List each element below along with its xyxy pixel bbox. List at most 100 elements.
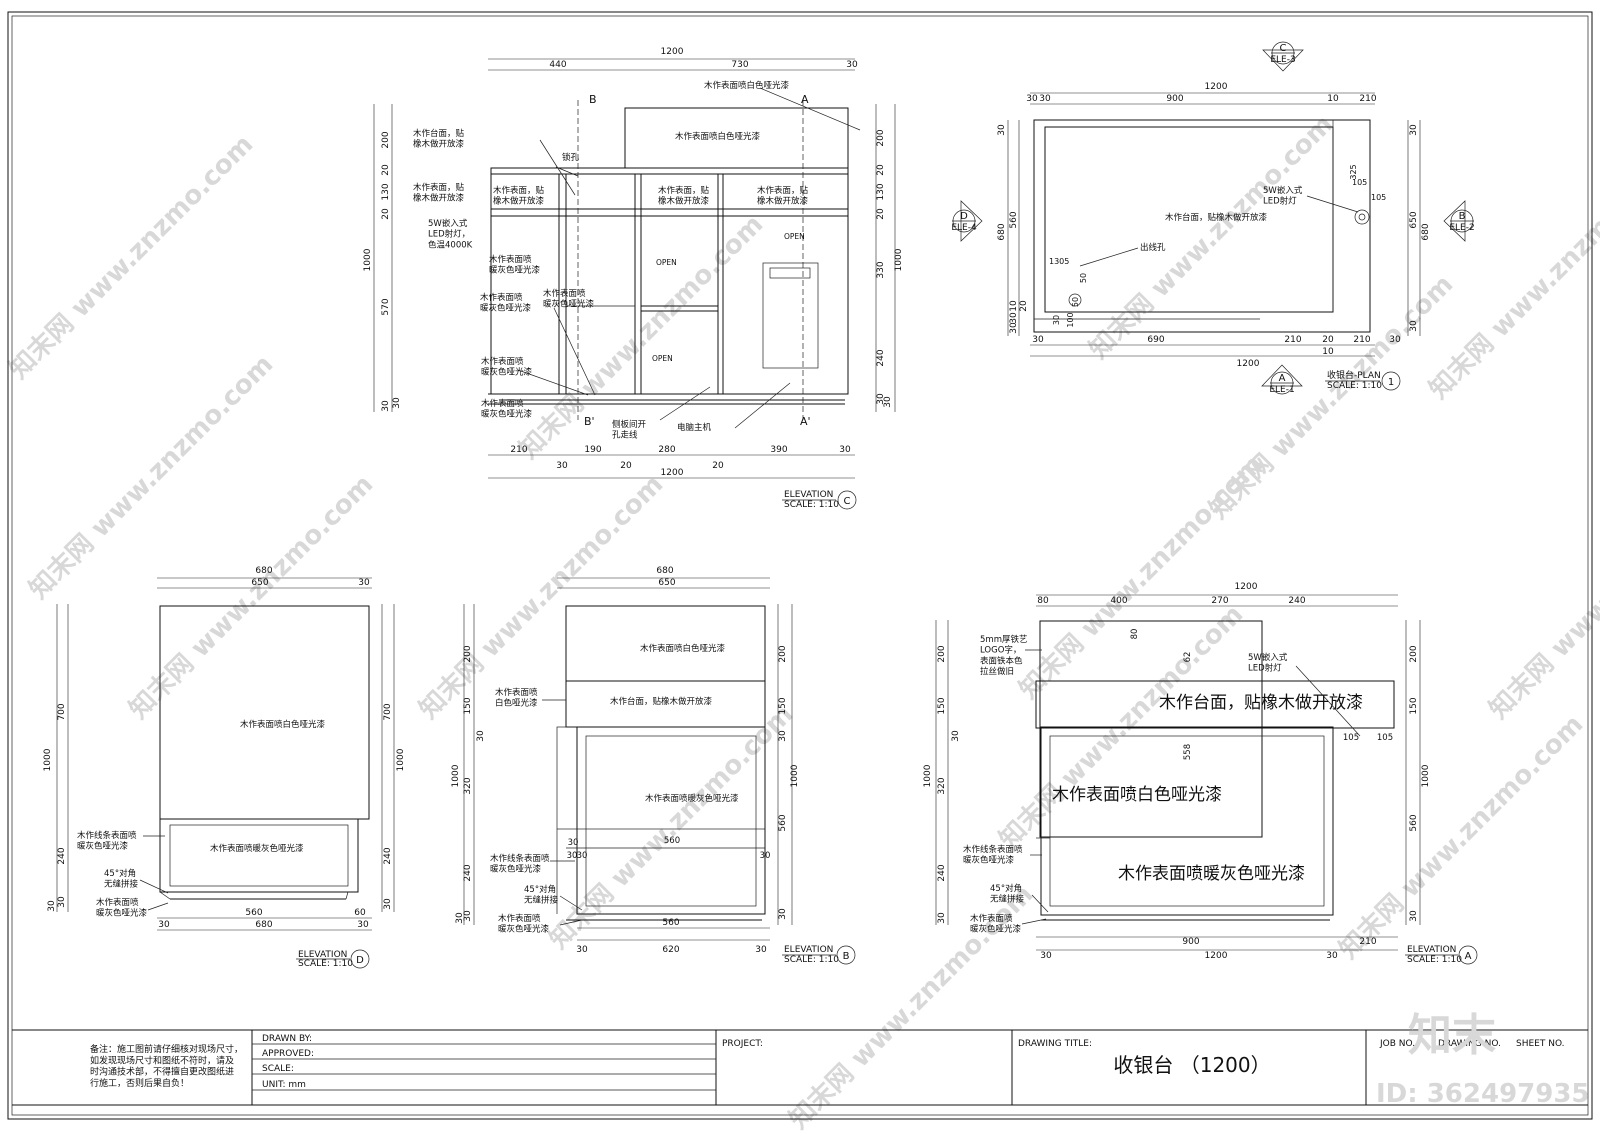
led-spotlight [1354, 209, 1370, 225]
elev-b-dim-650: 650 [658, 578, 675, 588]
elev-d-dim-680b: 680 [255, 920, 272, 930]
elev-a-dim-inner: 558 [1183, 744, 1193, 760]
elev-c-dim-right: 330 [876, 261, 886, 278]
elev-d-dim-680: 680 [255, 566, 272, 576]
marker-label: ELE-4 [951, 223, 977, 233]
drawn-by-label: DRAWN BY: [262, 1034, 312, 1044]
elev-a-dim-top: 240 [1288, 596, 1305, 606]
elev-a-dim-left: 1000 [923, 764, 933, 787]
elev-d-dim-left: 240 [57, 847, 67, 864]
elev-c-dim-bottom: 30 [839, 445, 851, 455]
elev-b-dim-inner: 30 [577, 851, 588, 861]
elev-c-dim-right: 30 [876, 393, 886, 405]
elev-c-dim-left: 130 [381, 183, 391, 200]
elev-c-dim-bottom-total: 1200 [661, 468, 684, 478]
elev-c-dim-left: 570 [381, 298, 391, 315]
marker-label: ELE-3 [1270, 55, 1295, 65]
elev-a-dim-right: 200 [1409, 645, 1419, 662]
elev-c-dim-bottom: 210 [510, 445, 527, 455]
plan-dim-bottom: 20 [1322, 335, 1334, 345]
plan-dim-top: 1200 [1205, 82, 1228, 92]
elev-a-logo-panel [1039, 620, 1263, 838]
plan-dim-small: 1305 [1049, 257, 1069, 266]
elev-c-note: 木作表面喷白色哑光漆 [704, 80, 790, 91]
elev-d-dim-560: 560 [245, 908, 262, 918]
plan-dim-top: 210 [1359, 94, 1376, 104]
plan-dim-left: 680 [997, 223, 1007, 240]
elev-a-dim-left: 30 [951, 730, 961, 742]
elev-c-dim-right: 240 [876, 349, 886, 366]
elev-b-dim-left: 30 [455, 912, 465, 924]
elev-c-note: 木作表面喷暖灰色哑光漆 [543, 288, 595, 310]
elev-a-dim-bottom: 1200 [1205, 951, 1228, 961]
plan-dim-top: 30 [1039, 94, 1051, 104]
plan-counter-top [1033, 119, 1371, 333]
marker-label: ELE-2 [1449, 223, 1474, 233]
elev-a-dim-inner: 80 [1130, 629, 1140, 640]
elev-d-note: 木作表面喷暖灰色哑光漆 [96, 897, 148, 919]
site-watermark: 知末网 www.znzmo.com [544, 699, 799, 954]
site-watermark: 知末网 www.znzmo.com [414, 469, 669, 724]
plan-note-top: 木作台面，贴橡木做开放漆 [1165, 212, 1268, 223]
elev-d-dim-right: 1000 [396, 748, 406, 771]
elev-c-title: ELEVATION [784, 490, 833, 500]
site-watermark: 知末网 www.znzmo.com [24, 349, 279, 604]
site-watermark: 知末网 www.znzmo.com [1084, 109, 1339, 364]
elev-a-dim-bottom: 210 [1359, 937, 1376, 947]
plan-dim-left: 10 [1009, 300, 1019, 312]
elev-c-inner-note: 木作表面喷白色哑光漆 [675, 131, 761, 142]
elev-d-title: ELEVATION [298, 950, 347, 960]
plan-tag: 1 [1388, 377, 1394, 388]
brand-watermark: 知末 ID: 362497935 [1376, 1010, 1590, 1109]
marker-letter: D [960, 211, 968, 222]
elev-b-dim-30b: 30 [755, 945, 767, 955]
elev-c-dim-bottom: 390 [770, 445, 787, 455]
elev-c-dim-bottom: 20 [620, 461, 632, 471]
elev-a-dim-bottom: 30 [1040, 951, 1052, 961]
elev-a-dim-top: 270 [1211, 596, 1228, 606]
elev-a-counter-top [1035, 680, 1395, 729]
elev-c-note: 电脑主机 [677, 422, 712, 433]
elev-c-upper-panel [624, 107, 849, 169]
plan-dim-top: 30 [1026, 94, 1038, 104]
elev-c-dim-right: 20 [876, 208, 886, 220]
elev-d-dim-30: 30 [358, 578, 370, 588]
elev-a-dim-left: 200 [937, 645, 947, 662]
elev-c-inner-note: OPEN [656, 258, 677, 267]
elev-a-dim-right: 150 [1409, 697, 1419, 714]
elev-b-dim-inner: 30 [567, 851, 578, 861]
elev-b-dim-inner: 30 [568, 838, 579, 848]
plan-dim-left: 560 [1009, 211, 1019, 228]
elev-d-dim-30a: 30 [158, 920, 170, 930]
elev-b-tag: B [843, 951, 850, 962]
elev-b-dim-right: 200 [778, 645, 788, 662]
elev-d-note: 木作表面喷白色哑光漆 [240, 719, 326, 730]
plan-dim-top: 10 [1327, 94, 1339, 104]
elev-a-big-note-grey: 木作表面喷暖灰色哑光漆 [1118, 864, 1305, 884]
elev-b-scale: SCALE: 1:10 [784, 955, 839, 965]
elev-a-note: 木作表面喷暖灰色哑光漆 [970, 913, 1022, 935]
sheet-no-label: SHEET NO. [1516, 1039, 1565, 1049]
elev-a-big-note-top: 木作台面，贴橡木做开放漆 [1159, 693, 1363, 713]
elev-c-dim-bottom: 190 [584, 445, 601, 455]
marker-letter: B [1459, 211, 1466, 222]
plan-dim-bottom: 30 [1032, 335, 1044, 345]
elev-a-note: 木作线条表面喷暖灰色哑光漆 [963, 844, 1023, 866]
elev-b-note: 木作表面喷白色哑光漆 [495, 687, 538, 709]
elev-d-dim-right: 240 [383, 847, 393, 864]
plan-dim-left: 30 [997, 124, 1007, 136]
elev-b-dim-inner: 560 [664, 836, 680, 846]
plan-dim-top: 900 [1166, 94, 1183, 104]
plan-dim-bottom: 210 [1284, 335, 1301, 345]
remark-text-lines: 备注：施工图前请仔细核对现场尺寸，如发现现场尺寸和图纸不符时，请及时沟通技术部，… [90, 1043, 243, 1089]
elev-b-dim-680: 680 [656, 566, 673, 576]
elev-c-inner-note: OPEN [652, 354, 673, 363]
elev-c-note: 木作表面喷暖灰色哑光漆 [481, 398, 533, 420]
plan-dim-small: 105 [1371, 193, 1386, 202]
